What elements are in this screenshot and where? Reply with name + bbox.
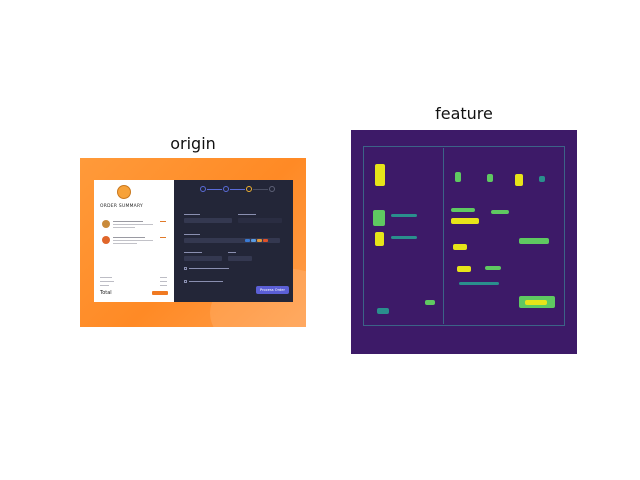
terms-checkbox[interactable] bbox=[184, 280, 187, 283]
step-shipping-icon[interactable] bbox=[223, 186, 229, 192]
activation-checkbox bbox=[459, 282, 499, 285]
item-price bbox=[160, 237, 166, 239]
feature-divider bbox=[443, 148, 444, 324]
expiry-select[interactable] bbox=[184, 256, 222, 261]
card-number-label bbox=[184, 234, 200, 235]
item-desc-line bbox=[113, 240, 153, 242]
save-card-label bbox=[189, 268, 229, 269]
step-connector bbox=[253, 189, 268, 190]
activation-field bbox=[457, 266, 471, 272]
tax-label bbox=[100, 285, 109, 286]
feature-outer-frame bbox=[363, 146, 565, 326]
activation-total bbox=[377, 308, 389, 314]
activation-cards bbox=[519, 238, 549, 244]
step-connector bbox=[207, 189, 222, 190]
activation-field bbox=[453, 244, 467, 250]
item-desc-line bbox=[113, 227, 135, 229]
visa-icon bbox=[245, 239, 250, 242]
item-name-line bbox=[113, 237, 145, 239]
total-value bbox=[152, 291, 168, 295]
first-name-input[interactable] bbox=[184, 218, 232, 223]
checkout-card: Process Order bbox=[174, 180, 293, 302]
activation-item bbox=[375, 232, 384, 246]
first-name-label bbox=[184, 214, 200, 215]
item-thumbnail-icon bbox=[102, 236, 110, 244]
shipping-value bbox=[160, 281, 167, 282]
discover-icon bbox=[257, 239, 262, 242]
subtotal-label bbox=[100, 277, 112, 278]
tax-value bbox=[160, 285, 167, 286]
origin-image: ORDER SUMMARY Total bbox=[80, 158, 306, 327]
feature-title: feature bbox=[435, 104, 493, 123]
item-desc-line bbox=[113, 243, 137, 245]
step-cart-icon[interactable] bbox=[200, 186, 206, 192]
order-summary-title: ORDER SUMMARY bbox=[100, 204, 144, 209]
cvv-input[interactable] bbox=[228, 256, 252, 261]
step-payment-icon[interactable] bbox=[246, 186, 252, 192]
origin-title: origin bbox=[170, 134, 216, 153]
save-card-checkbox[interactable] bbox=[184, 267, 187, 270]
step-confirm-icon[interactable] bbox=[269, 186, 275, 192]
item-name-line bbox=[113, 221, 143, 223]
shipping-label bbox=[100, 281, 114, 282]
activation-line bbox=[391, 214, 417, 217]
item-desc-line bbox=[113, 224, 153, 226]
amex-icon bbox=[251, 239, 256, 242]
activation-field bbox=[451, 208, 475, 212]
activation-logo bbox=[375, 164, 385, 186]
item-price bbox=[160, 221, 166, 223]
feature-map bbox=[351, 130, 577, 354]
step-connector bbox=[230, 189, 245, 190]
expiry-label bbox=[184, 252, 202, 253]
activation-button bbox=[525, 300, 547, 305]
activation-total bbox=[425, 300, 435, 305]
total-label: Total bbox=[100, 290, 112, 296]
terms-label bbox=[189, 281, 223, 282]
activation-step bbox=[539, 176, 545, 182]
activation-step bbox=[455, 172, 461, 182]
activation-step bbox=[515, 174, 523, 186]
subtotal-value bbox=[160, 277, 167, 278]
last-name-input[interactable] bbox=[238, 218, 282, 223]
activation-step bbox=[487, 174, 493, 182]
mastercard-icon bbox=[263, 239, 268, 242]
logo-icon bbox=[117, 185, 131, 199]
activation-line bbox=[391, 236, 417, 239]
cvv-label bbox=[228, 252, 236, 253]
activation-field bbox=[491, 210, 509, 214]
process-order-button[interactable]: Process Order bbox=[256, 286, 289, 294]
activation-item bbox=[373, 210, 385, 226]
activation-field bbox=[451, 218, 479, 224]
last-name-label bbox=[238, 214, 256, 215]
item-thumbnail-icon bbox=[102, 220, 110, 228]
order-summary-card: ORDER SUMMARY Total bbox=[94, 180, 174, 302]
activation-field bbox=[485, 266, 501, 270]
card-number-input[interactable] bbox=[184, 238, 280, 243]
